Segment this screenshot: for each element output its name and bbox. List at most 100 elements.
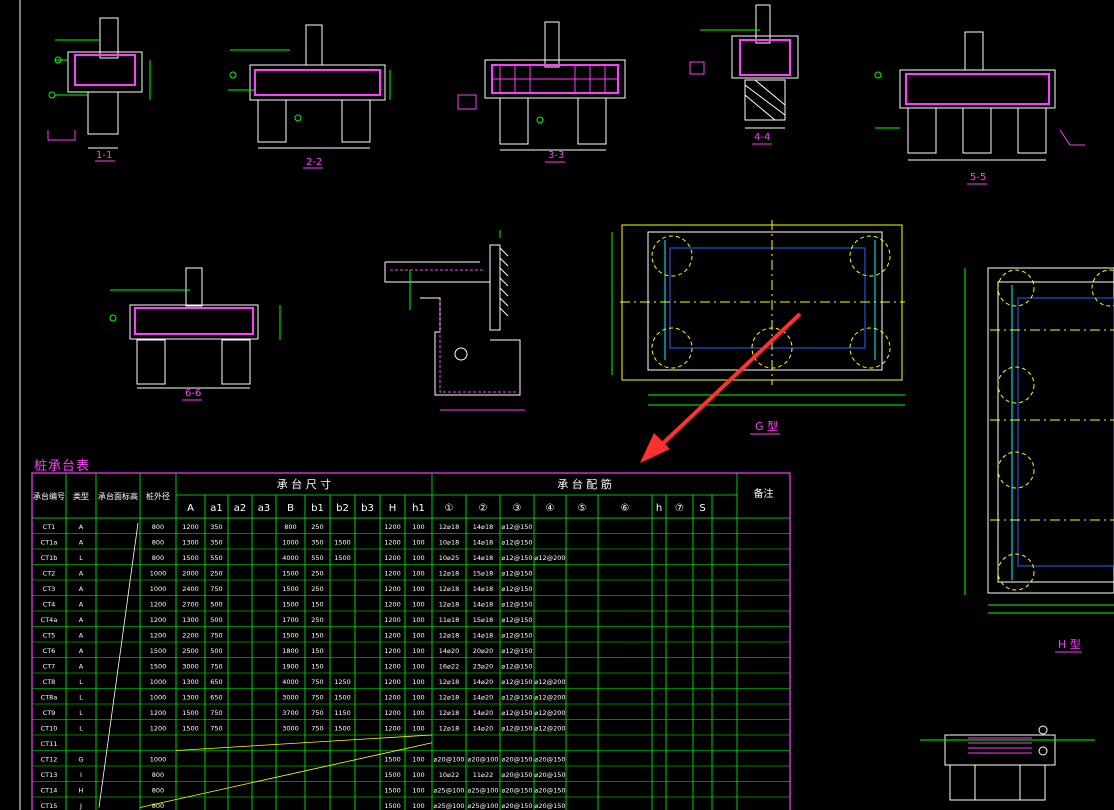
table-cell: ⌀12@200 xyxy=(534,724,565,732)
table-cell: 100 xyxy=(412,585,424,593)
table-cell: 4000 xyxy=(282,678,299,686)
table-cell: 550 xyxy=(210,554,222,562)
table-cell: 1500 xyxy=(384,802,401,810)
table-cell: 1200 xyxy=(384,585,401,593)
table-cell: 1200 xyxy=(150,631,167,639)
table-cell: 250 xyxy=(311,569,323,577)
table-header-cell: ③ xyxy=(513,503,522,514)
red-annotation-arrow xyxy=(640,312,802,463)
table-cell: 100 xyxy=(412,724,424,732)
table-cell: 10⌀25 xyxy=(439,554,459,562)
table-cell: 1300 xyxy=(182,616,199,624)
table-cell: 1500 xyxy=(282,569,299,577)
table-cell: A xyxy=(79,662,84,670)
table-cell: G xyxy=(78,755,83,763)
group-title-size: 承 台 尺 寸 xyxy=(277,477,332,491)
table-cell: CT1 xyxy=(43,523,56,531)
table-cell: 1500 xyxy=(282,631,299,639)
table-cell: 800 xyxy=(152,786,164,794)
table-cell: A xyxy=(79,631,84,639)
table-cell: 1500 xyxy=(334,724,351,732)
plan-g: G 型 xyxy=(611,220,905,435)
table-cell: 23⌀20 xyxy=(473,662,493,670)
table-cell: 100 xyxy=(412,554,424,562)
table-cell: A xyxy=(79,616,84,624)
table-cell: ⌀12@200 xyxy=(534,678,565,686)
table-cell: 100 xyxy=(412,569,424,577)
table-diagonal-yellow xyxy=(175,734,433,751)
table-cell: 800 xyxy=(152,538,164,546)
table-cell: ⌀12@150 xyxy=(501,569,532,577)
table-cell: 100 xyxy=(412,538,424,546)
section-label: 1-1 xyxy=(96,150,112,161)
table-cell: ⌀20@150 xyxy=(534,771,565,779)
table-cell: 250 xyxy=(311,523,323,531)
table-cell: 100 xyxy=(412,709,424,717)
table-cell: 14⌀18 xyxy=(473,585,493,593)
table-cell: 1500 xyxy=(334,693,351,701)
table-cell: 3700 xyxy=(282,709,299,717)
table-cell: ⌀20@150 xyxy=(534,802,565,810)
table-cell: 1000 xyxy=(282,538,299,546)
table-cell: 100 xyxy=(412,616,424,624)
table-cell: 10⌀18 xyxy=(439,538,459,546)
table-cell: 150 xyxy=(311,600,323,608)
edge-detail xyxy=(384,230,525,411)
table-cell: 1000 xyxy=(150,678,167,686)
table-header-cell: ⑤ xyxy=(578,503,587,514)
table-cell: CT7 xyxy=(43,662,56,670)
table-cell: 150 xyxy=(311,662,323,670)
table-cell: 1800 xyxy=(282,647,299,655)
table-cell: CT8 xyxy=(43,678,56,686)
table-cell: 14⌀20 xyxy=(473,678,493,686)
table-cell: 1500 xyxy=(282,600,299,608)
table-cell: 750 xyxy=(311,709,323,717)
table-cell: 2000 xyxy=(182,569,199,577)
table-cell: 1900 xyxy=(282,662,299,670)
table-cell: 2500 xyxy=(182,647,199,655)
table-cell: 1500 xyxy=(182,724,199,732)
table-cell: 12⌀18 xyxy=(439,724,459,732)
table-cell: CT12 xyxy=(41,755,58,763)
plan-h: H 型 xyxy=(964,267,1114,653)
table-cell: 350 xyxy=(210,523,222,531)
section-label: 5-5 xyxy=(970,172,986,183)
table-cell: 650 xyxy=(210,693,222,701)
table-cell: ⌀20@150 xyxy=(501,771,532,779)
table-cell: ⌀12@150 xyxy=(501,631,532,639)
table-cell: 16⌀22 xyxy=(439,662,459,670)
table-cell: 1200 xyxy=(384,724,401,732)
table-cell: 1500 xyxy=(150,647,167,655)
table-cell: 800 xyxy=(152,523,164,531)
table-cell: 14⌀18 xyxy=(473,523,493,531)
table-cell: ⌀20@150 xyxy=(501,755,532,763)
table-cell: CT2 xyxy=(43,569,56,577)
table-cell: CT15 xyxy=(41,802,58,810)
table-cell: L xyxy=(79,693,83,701)
table-cell: ⌀12@150 xyxy=(501,709,532,717)
table-header-cell: 桩外径 xyxy=(146,491,170,501)
table-cell: 2700 xyxy=(182,600,199,608)
table-header-cell: ⑥ xyxy=(621,503,630,514)
table-cell: 10⌀22 xyxy=(439,771,459,779)
table-cell: ⌀20@150 xyxy=(501,786,532,794)
table-cell: ⌀20@150 xyxy=(501,802,532,810)
table-cell: 100 xyxy=(412,755,424,763)
table-cell: 100 xyxy=(412,600,424,608)
table-cell: 1200 xyxy=(384,693,401,701)
table-cell: 1200 xyxy=(384,523,401,531)
table-cell: 250 xyxy=(210,569,222,577)
table-cell: 350 xyxy=(210,538,222,546)
section-2-2: 2-2 xyxy=(228,24,391,169)
table-cell: ⌀20@150 xyxy=(534,755,565,763)
table-cell: 1500 xyxy=(384,786,401,794)
table-cell: 20⌀20 xyxy=(473,647,493,655)
table-diagonal xyxy=(98,522,139,808)
table-header-cell: h xyxy=(656,503,662,514)
table-title: 桩承台表 xyxy=(34,459,91,474)
table-cell: A xyxy=(79,538,84,546)
table-cell: 800 xyxy=(152,802,164,810)
table-cell: A xyxy=(79,600,84,608)
table-header-cell: S xyxy=(699,503,705,514)
table-cell: 11⌀18 xyxy=(439,616,459,624)
